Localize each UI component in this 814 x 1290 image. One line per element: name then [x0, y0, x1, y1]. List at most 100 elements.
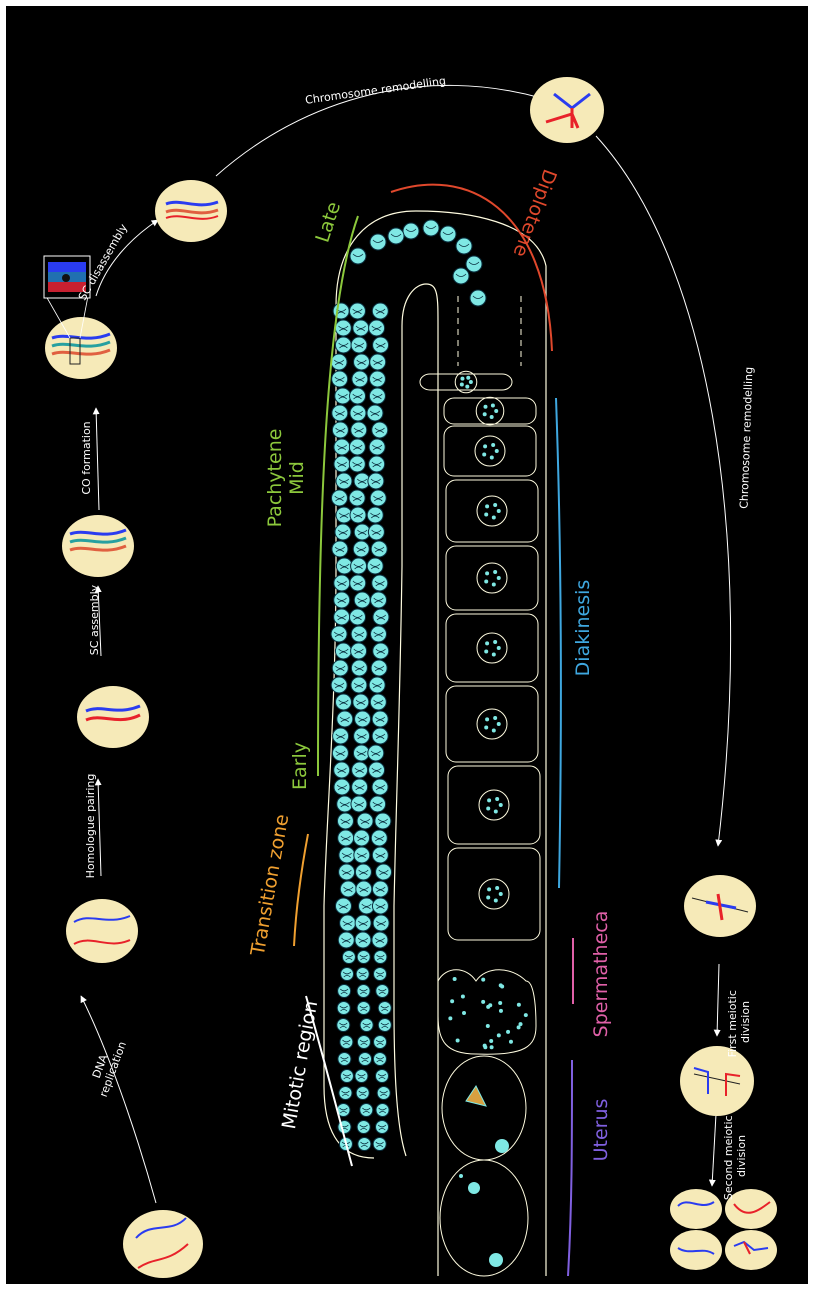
label-sc-assembly: SC assembly — [88, 584, 101, 655]
oocyte-icon — [448, 766, 540, 844]
germ-nucleus-icon — [377, 1087, 390, 1100]
germ-nucleus-icon — [372, 303, 388, 319]
germ-nucleus-icon — [338, 830, 354, 846]
nucleus-sc-assembly — [77, 686, 149, 748]
germ-nucleus-icon — [337, 711, 353, 727]
germ-nucleus-icon — [388, 228, 404, 244]
sperm-cluster — [448, 977, 527, 1049]
label-mitotic-region: Mitotic region — [278, 999, 322, 1131]
arrow-icon — [712, 1114, 716, 1186]
germ-nucleus-icon — [335, 524, 351, 540]
germ-nucleus-icon — [334, 609, 350, 625]
germ-nucleus-icon — [353, 745, 369, 761]
nucleus-metaphase-i — [684, 875, 756, 937]
germ-nucleus-icon — [333, 728, 349, 744]
oocyte-icon — [420, 371, 512, 393]
germ-nucleus-icon — [370, 490, 386, 506]
label-pachytene-late: Late — [311, 199, 345, 245]
germ-nucleus-icon — [357, 1002, 370, 1015]
germ-nucleus-icon — [369, 320, 385, 336]
germ-nucleus-icon — [355, 915, 371, 931]
germ-nucleus-icon — [332, 405, 348, 421]
germ-nucleus-icon — [372, 711, 388, 727]
germ-nucleus-icon — [355, 932, 371, 948]
germ-nucleus-icon — [351, 643, 367, 659]
nucleus-sc-disassembly — [44, 256, 117, 379]
germ-nucleus-icon — [352, 371, 368, 387]
embryo-two — [440, 1160, 528, 1276]
germ-nucleus-icon — [372, 847, 388, 863]
sperm-dot — [499, 1009, 503, 1013]
label-first-meiotic-division-line2: division — [739, 1001, 752, 1043]
germ-nucleus-icon — [353, 694, 369, 710]
germ-nucleus-icon — [357, 1036, 370, 1049]
germ-nucleus-icon — [368, 473, 384, 489]
label-first-meiotic-division-line1: First meiotic — [726, 990, 739, 1057]
germ-nucleus-icon — [336, 473, 352, 489]
gonad — [324, 211, 547, 1276]
germ-nucleus-icon — [341, 968, 354, 981]
sperm-dot — [486, 1024, 490, 1028]
germ-nucleus-icon — [374, 1036, 387, 1049]
nucleus-remodelled — [530, 77, 604, 143]
germ-nucleus-icon — [335, 643, 351, 659]
germ-nucleus-icon — [338, 985, 351, 998]
sperm-dot — [497, 1033, 501, 1037]
germ-nucleus-icon — [368, 745, 384, 761]
germ-nucleus-icon — [466, 256, 482, 272]
germ-nucleus-icon — [372, 422, 388, 438]
germ-nucleus-icon — [336, 558, 352, 574]
germ-nucleus-icon — [372, 575, 388, 591]
germ-nucleus-icon — [351, 422, 367, 438]
germ-nucleus-icon — [373, 609, 389, 625]
germ-nucleus-icon — [371, 592, 387, 608]
germ-nucleus-icon — [360, 1019, 373, 1032]
sperm-dot — [500, 984, 504, 988]
spermatheca — [438, 970, 536, 1055]
label-diplotene: Diplotene — [509, 166, 561, 260]
germ-nucleus-icon — [350, 575, 366, 591]
cell-anaphase-i — [680, 1046, 754, 1116]
germ-nucleus-icon — [355, 1070, 368, 1083]
germ-nucleus-icon — [351, 660, 367, 676]
germ-nucleus-icon — [374, 951, 387, 964]
germ-nucleus-icon — [342, 951, 355, 964]
arrow-icon — [216, 85, 541, 176]
label-diakinesis: Diakinesis — [572, 580, 594, 677]
sperm-dot — [509, 1040, 513, 1044]
label-co-formation: CO formation — [80, 421, 93, 494]
germ-nucleus-icon — [372, 932, 388, 948]
germ-nucleus-icon — [371, 626, 387, 642]
sperm-dot — [486, 1005, 490, 1009]
germ-nucleus-icon — [453, 268, 469, 284]
sperm-dot — [517, 1025, 521, 1029]
germ-nucleus-icon — [339, 847, 355, 863]
label-homologue-pairing: Homologue pairing — [84, 774, 97, 879]
germ-nucleus-icon — [367, 405, 383, 421]
sperm-dot — [481, 1000, 485, 1004]
germ-nucleus-icon — [335, 320, 351, 336]
germ-nucleus-icon — [373, 643, 389, 659]
sperm-dot — [448, 1016, 452, 1020]
germ-nucleus-icon — [349, 490, 365, 506]
label-second-meiotic-division-line2: division — [735, 1135, 748, 1177]
germ-nucleus-icon — [369, 677, 385, 693]
label-second-meiotic-division: Second meiotic division — [722, 1112, 748, 1200]
germ-nucleus-icon — [340, 881, 356, 897]
germ-nucleus-icon — [357, 1121, 370, 1134]
germ-nucleus-icon — [335, 694, 351, 710]
germ-nucleus-icon — [331, 490, 347, 506]
label-second-meiotic-division-line1: Second meiotic — [722, 1115, 735, 1200]
sperm-dot — [453, 977, 457, 981]
germ-nucleus-icon — [334, 456, 350, 472]
label-pachytene: Pachytene — [264, 429, 286, 528]
germ-nucleus-icon — [354, 524, 370, 540]
label-chromosome-remodelling-top: Chromosome remodelling — [304, 74, 446, 107]
germ-nucleus-icon — [375, 1070, 388, 1083]
arrow-icon — [717, 964, 719, 1036]
germ-nucleus-icon — [349, 303, 365, 319]
label-spermatheca: Spermatheca — [590, 911, 612, 1038]
germ-nucleus-icon — [373, 337, 389, 353]
germ-nucleus-icon — [440, 226, 456, 242]
